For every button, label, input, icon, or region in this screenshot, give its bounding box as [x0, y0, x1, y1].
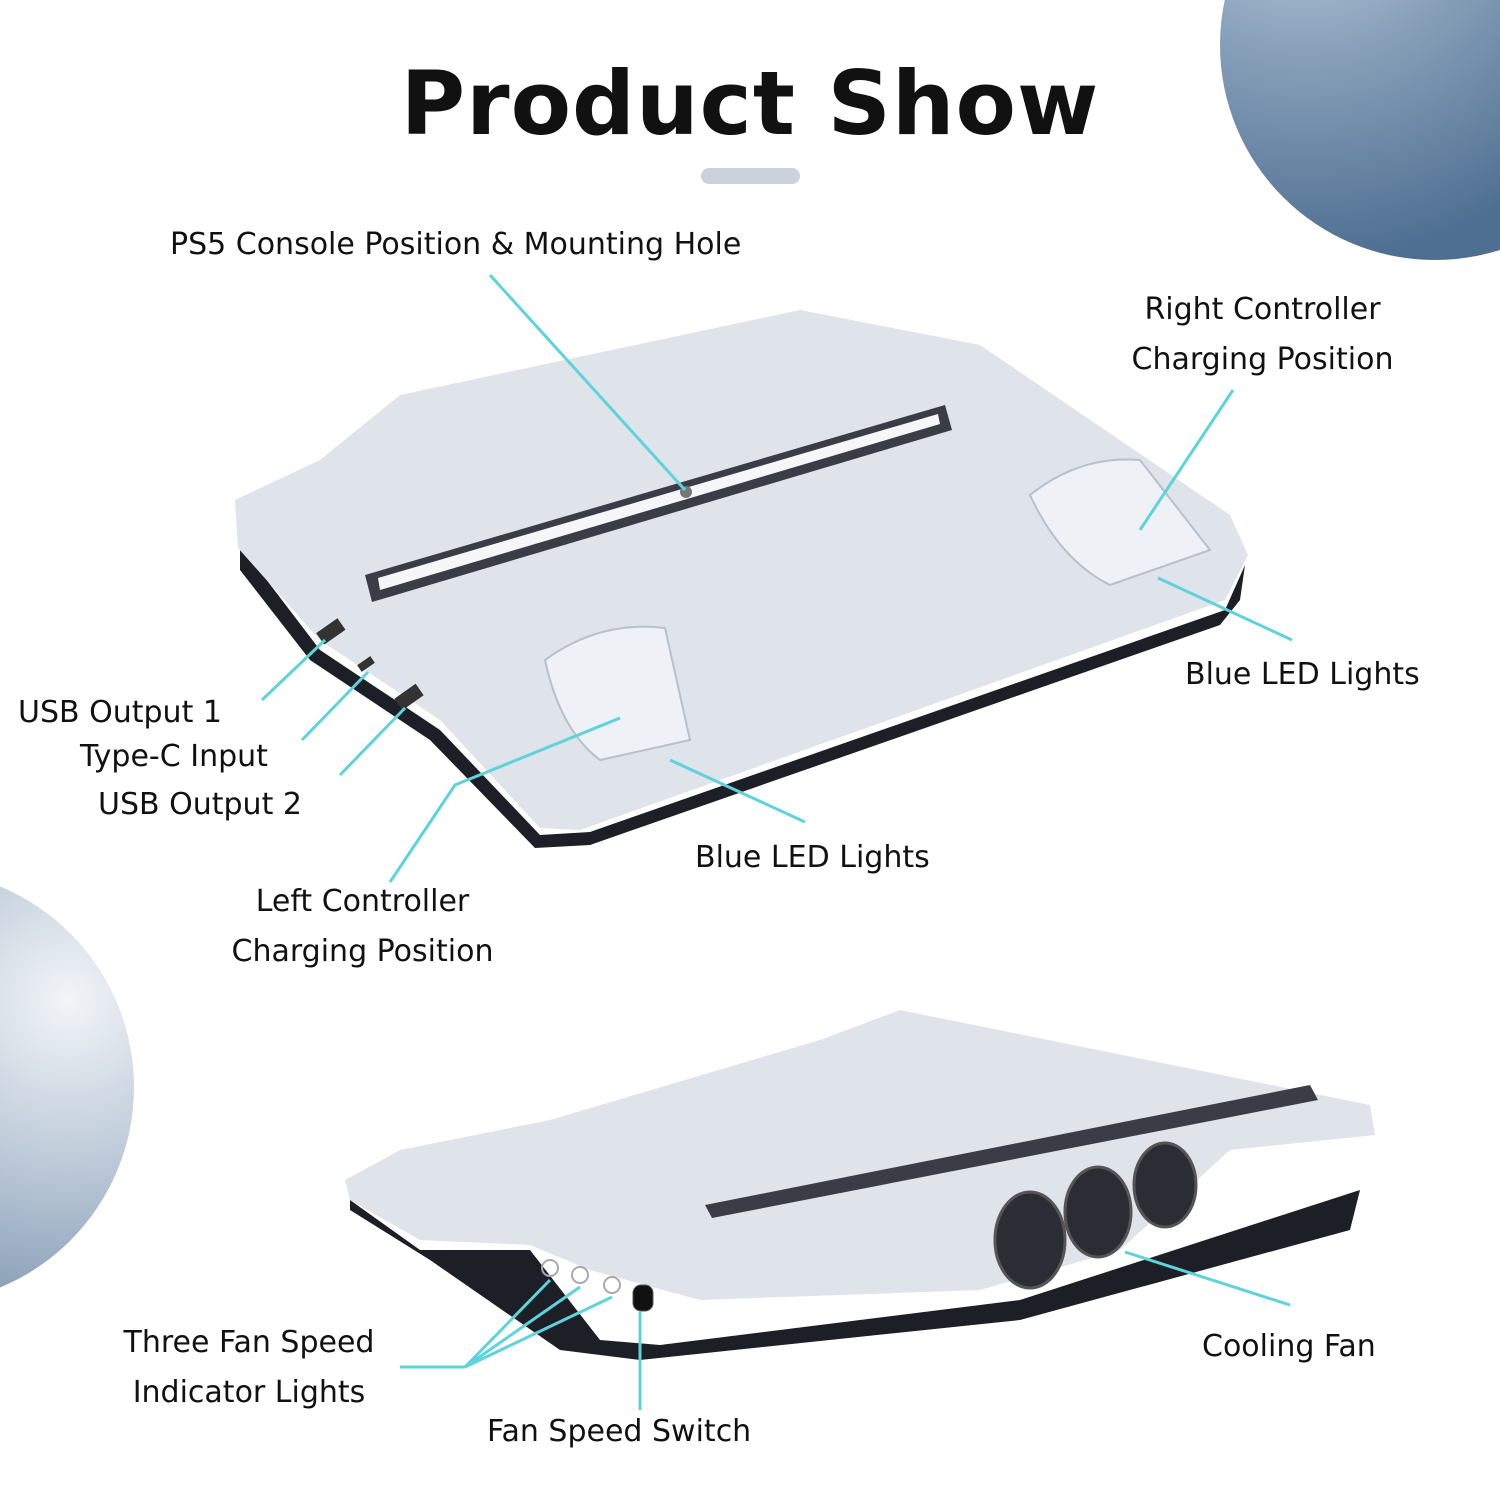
- label-fan-speed-lights-line2: Indicator Lights: [132, 1375, 366, 1410]
- label-right-controller-line2: Charging Position: [1131, 342, 1394, 377]
- label-fan-speed-switch: Fan Speed Switch: [487, 1414, 752, 1449]
- label-left-controller: Left Controller Charging Position: [195, 877, 530, 977]
- decorative-circle-left: [0, 886, 134, 1288]
- label-left-controller-line1: Left Controller: [255, 884, 470, 919]
- label-blue-led-right: Blue LED Lights: [1185, 657, 1420, 692]
- label-right-controller: Right Controller Charging Position: [1090, 285, 1435, 385]
- top-device-view: [235, 310, 1248, 848]
- label-type-c-input: Type-C Input: [80, 739, 268, 774]
- bottom-device-view: [345, 1010, 1375, 1360]
- bottom-console-slot: [705, 1085, 1318, 1218]
- label-blue-led-left: Blue LED Lights: [695, 840, 930, 875]
- label-right-controller-line1: Right Controller: [1144, 292, 1381, 327]
- label-usb-output-1: USB Output 1: [18, 695, 222, 730]
- fan-speed-indicator-lights: [541, 1259, 621, 1294]
- cooling-fans: [993, 1141, 1198, 1290]
- label-usb-output-2: USB Output 2: [98, 787, 302, 822]
- title-underline: [701, 168, 800, 184]
- type-c-port: [357, 656, 375, 672]
- label-fan-speed-lights-line1: Three Fan Speed: [123, 1325, 375, 1360]
- usb-port-1: [316, 618, 346, 645]
- decorative-circle-top-right: [1220, 0, 1500, 260]
- left-controller-cradle: [543, 625, 692, 762]
- console-slot-inner: [378, 414, 940, 590]
- leader-lines: [260, 273, 1293, 1410]
- usb-port-2: [394, 683, 424, 711]
- label-console-position: PS5 Console Position & Mounting Hole: [170, 227, 742, 262]
- page-title: Product Show: [400, 52, 1100, 155]
- label-left-controller-line2: Charging Position: [231, 934, 494, 969]
- top-device-body: [235, 310, 1248, 830]
- right-controller-cradle: [1028, 458, 1212, 587]
- label-cooling-fan: Cooling Fan: [1202, 1329, 1376, 1364]
- label-fan-speed-lights: Three Fan Speed Indicator Lights: [90, 1318, 408, 1418]
- fan-speed-switch-button: [632, 1284, 654, 1312]
- top-device-base: [240, 545, 1245, 848]
